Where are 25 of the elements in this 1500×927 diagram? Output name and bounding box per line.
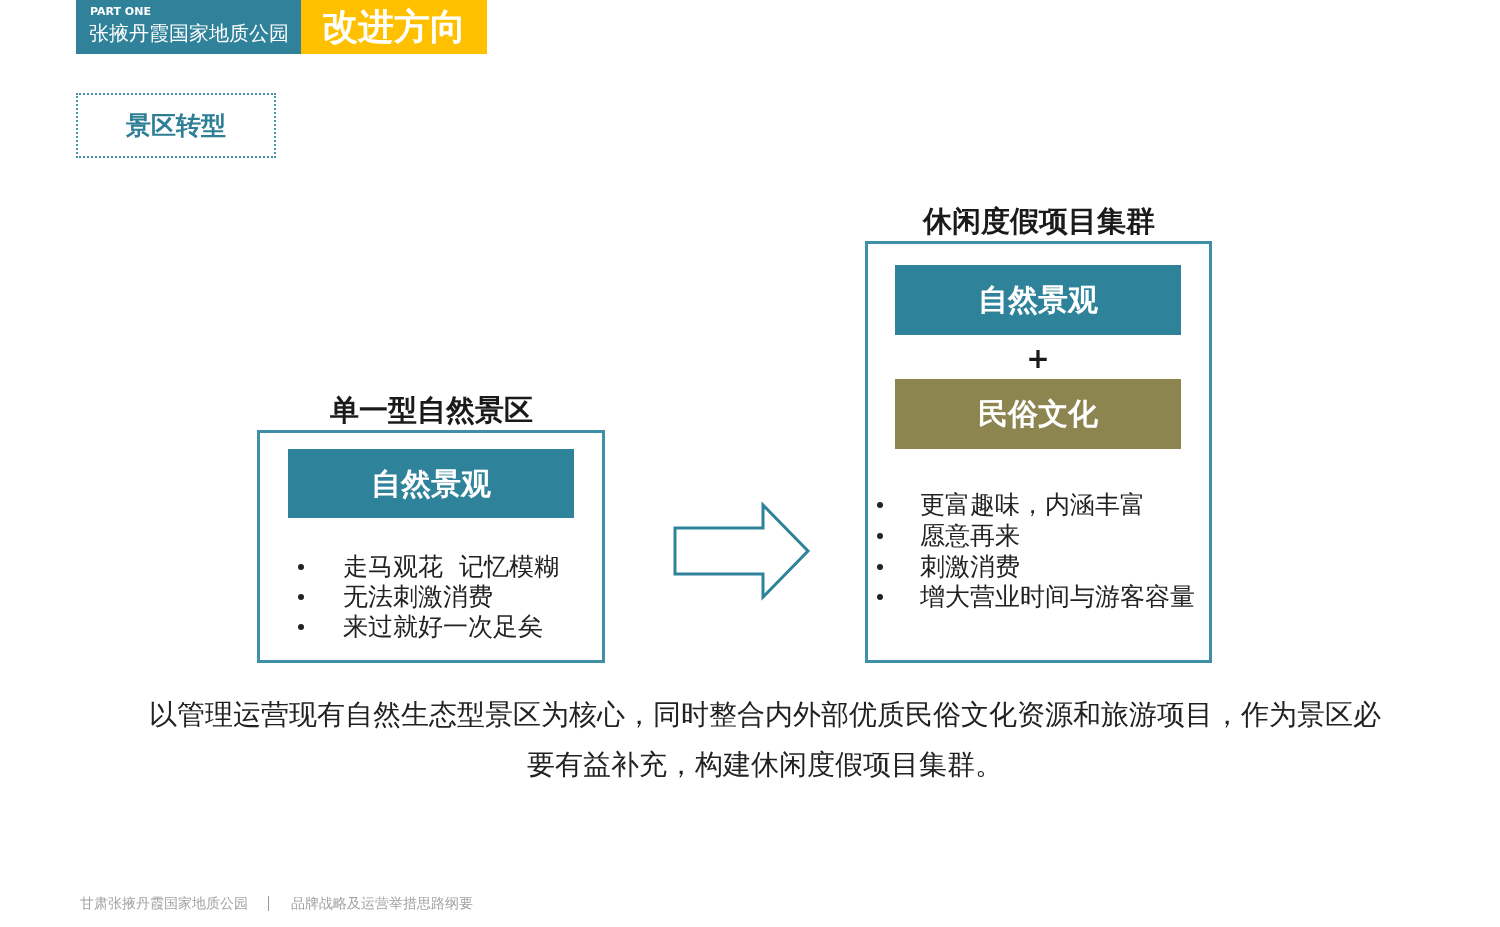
bullet-text: 无法刺激消费 bbox=[343, 582, 493, 612]
bullet-text: 刺激消费 bbox=[920, 551, 1020, 582]
category-box bbox=[895, 379, 1181, 449]
bullet-text: 增大营业时间与游客容量 bbox=[920, 582, 1195, 613]
plus-sign: + bbox=[1025, 344, 1051, 374]
bullet-text: 愿意再来 bbox=[920, 521, 1020, 552]
header-subtitle: PART ONE bbox=[90, 4, 152, 20]
section-tag bbox=[76, 93, 276, 158]
footer-text: 品牌战略及运营举措思路纲要 bbox=[291, 894, 474, 912]
bullet-text: 更富趣味，内涵丰富 bbox=[920, 490, 1145, 521]
bullet-text: 来过就好一次足矣 bbox=[343, 612, 543, 642]
category-box bbox=[288, 449, 574, 518]
panel-heading: 休闲度假项目集群 bbox=[921, 203, 1156, 239]
panel-heading: 单一型自然景区 bbox=[328, 392, 534, 428]
section-tag-text: 景区转型 bbox=[126, 110, 226, 141]
category-box bbox=[895, 265, 1181, 335]
box-label: 自然景观 bbox=[978, 282, 1098, 318]
box-label: 自然景观 bbox=[371, 465, 491, 502]
box-label: 民俗文化 bbox=[978, 396, 1098, 432]
bullet-text: 走马观花 记忆模糊 bbox=[343, 552, 559, 582]
caption-text: 以管理运营现有自然生态型景区为核心，同时整合内外部优质民俗文化资源和旅游项目，作为景区必要有益补充，构建休闲度假项目集群。 bbox=[148, 697, 1382, 782]
header-text: 张掖丹霞国家地质公园 bbox=[89, 20, 290, 46]
block-arrow bbox=[673, 501, 811, 601]
page-title: 改进方向 bbox=[301, 0, 487, 54]
footer-text: 甘肃张掖丹霞国家地质公园 bbox=[80, 894, 249, 912]
